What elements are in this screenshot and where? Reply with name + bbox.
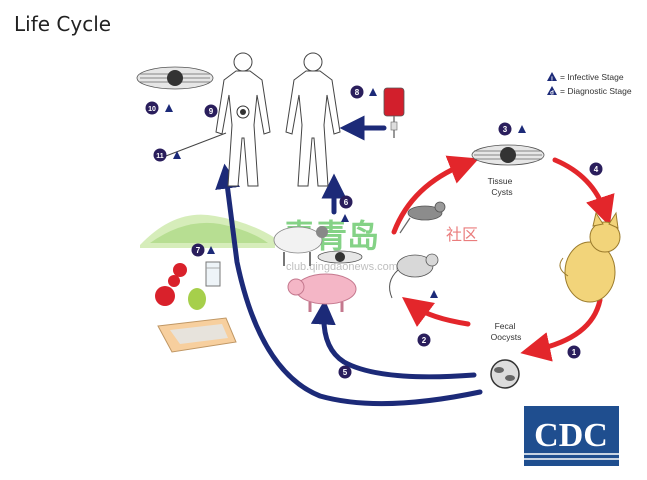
litter-box-icon <box>157 317 237 353</box>
infective-stage-icon: i <box>547 72 557 83</box>
tissue-cysts-label-2: Cysts <box>491 187 512 197</box>
svg-text:11: 11 <box>156 153 164 160</box>
stage-badge-3: 3 <box>498 122 512 136</box>
cat-icon <box>559 211 621 303</box>
svg-text:6: 6 <box>344 198 349 207</box>
cdc-logo-text: CDC <box>534 417 608 454</box>
produce-icon <box>155 263 206 310</box>
svg-text:1: 1 <box>572 348 577 357</box>
sheep-icon <box>273 226 328 266</box>
tissue-cyst-muscle-center <box>471 144 545 166</box>
svg-text:5: 5 <box>343 368 348 377</box>
bird-icon <box>399 201 446 234</box>
watermark-url: club.qingdaonews.com <box>286 261 398 273</box>
page-title: Life Cycle <box>14 12 112 36</box>
diagnostic-stage-icon: d <box>547 86 557 97</box>
svg-text:2: 2 <box>422 336 427 345</box>
svg-text:9: 9 <box>209 107 214 116</box>
rodent-icon <box>389 253 439 299</box>
tissue-cyst-muscle-top-left <box>136 66 214 90</box>
svg-text:4: 4 <box>594 165 599 174</box>
stage-badge-11: 11 <box>153 148 167 162</box>
legend-diagnostic-label: = Diagnostic Stage <box>560 86 632 96</box>
red-cycle-arrows <box>391 155 615 362</box>
watermark-cn2: 社区 <box>446 226 478 244</box>
svg-text:i: i <box>551 77 553 83</box>
legend: i = Infective Stage d = Diagnostic Stage <box>547 72 632 97</box>
tissue-cyst-muscle-small <box>317 250 363 264</box>
fecal-oocyst-icon <box>490 359 520 389</box>
pig-icon <box>287 273 357 312</box>
svg-text:8: 8 <box>355 88 360 97</box>
blood-transfusion-bag-icon <box>383 87 405 138</box>
stage-badge-8: 8 <box>350 85 364 99</box>
fecal-oocysts-label-1: Fecal <box>495 321 516 331</box>
svg-text:d: d <box>550 91 554 97</box>
blue-arrows <box>215 115 483 407</box>
stage-badge-9: 9 <box>204 104 218 118</box>
tissue-cysts-label-1: Tissue <box>488 176 513 186</box>
stage-badge-5: 5 <box>338 365 352 379</box>
water-glass-icon <box>205 261 221 287</box>
cdc-logo: CDC <box>524 406 619 466</box>
fetus-icon <box>236 105 250 119</box>
fecal-oocysts-label-2: Oocysts <box>491 332 522 342</box>
stage-triangle-markers <box>165 88 526 298</box>
stage-badge-2: 2 <box>417 333 431 347</box>
svg-text:10: 10 <box>148 106 156 113</box>
stage-badge-6: 6 <box>339 195 353 209</box>
stage-badge-10: 10 <box>145 101 159 115</box>
stage-badge-1: 1 <box>567 345 581 359</box>
svg-text:7: 7 <box>196 246 201 255</box>
stage-badge-4: 4 <box>589 162 603 176</box>
svg-text:3: 3 <box>503 125 508 134</box>
human-figure-right <box>285 52 341 187</box>
stage-badge-7: 7 <box>191 243 205 257</box>
legend-infective-label: = Infective Stage <box>560 72 624 82</box>
human-figure-left <box>215 52 271 187</box>
watermark: 青青岛 社区 club.qingdaonews.com <box>140 214 478 273</box>
